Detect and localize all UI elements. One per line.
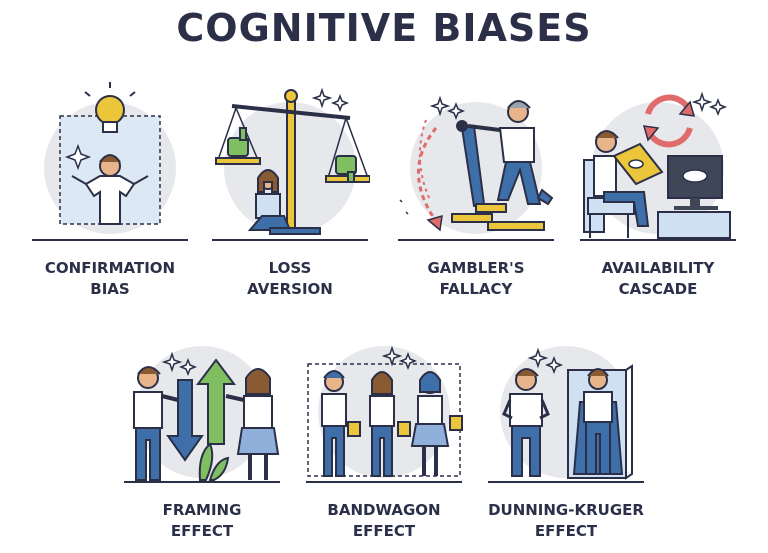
- crowd-following-icon: [306, 345, 463, 483]
- bias-label-line2: EFFECT: [352, 522, 416, 540]
- bias-label-line2: FALLACY: [439, 280, 513, 298]
- bias-label-line1: FRAMING: [162, 501, 242, 519]
- card-dunning-kruger-effect: DUNNING-KRUGER EFFECT: [486, 330, 646, 553]
- card-framing-effect: FRAMING EFFECT: [122, 330, 282, 553]
- bias-label-line2: EFFECT: [170, 522, 234, 540]
- bias-label-line1: AVAILABILITY: [601, 259, 715, 277]
- bias-label: CONFIRMATION BIAS: [30, 258, 190, 300]
- bias-label: BANDWAGON EFFECT: [304, 500, 464, 542]
- bias-label-line2: EFFECT: [534, 522, 598, 540]
- bias-label: DUNNING-KRUGER EFFECT: [486, 500, 646, 542]
- card-bandwagon-effect: BANDWAGON EFFECT: [304, 330, 464, 553]
- card-loss-aversion: LOSS AVERSION: [210, 80, 370, 320]
- card-availability-cascade: AVAILABILITY CASCADE: [578, 80, 738, 320]
- bias-label-line2: AVERSION: [247, 280, 333, 298]
- bias-label: LOSS AVERSION: [210, 258, 370, 300]
- scale-thumbs-icon: [212, 87, 370, 241]
- bias-label-line1: BANDWAGON: [327, 501, 441, 519]
- card-gamblers-fallacy: GAMBLER'S FALLACY: [396, 80, 556, 320]
- reader-cycle-tv-icon: [580, 91, 736, 241]
- bias-label-line1: LOSS: [268, 259, 312, 277]
- bias-label-line1: GAMBLER'S: [427, 259, 525, 277]
- arrows-two-people-icon: [124, 346, 280, 483]
- mirror-superhero-icon: [488, 346, 644, 483]
- card-confirmation-bias: CONFIRMATION BIAS: [30, 80, 190, 320]
- page-title: COGNITIVE BIASES: [176, 6, 592, 50]
- bias-label-line2: BIAS: [90, 280, 130, 298]
- bias-label: GAMBLER'S FALLACY: [396, 258, 556, 300]
- lightbulb-person-icon: [32, 82, 188, 241]
- slot-lever-coins-icon: [398, 95, 554, 241]
- bias-label-line2: CASCADE: [618, 280, 698, 298]
- bias-label: FRAMING EFFECT: [122, 500, 282, 542]
- bias-label-line1: DUNNING-KRUGER: [488, 501, 644, 519]
- bias-label: AVAILABILITY CASCADE: [578, 258, 738, 300]
- bias-label-line1: CONFIRMATION: [44, 259, 176, 277]
